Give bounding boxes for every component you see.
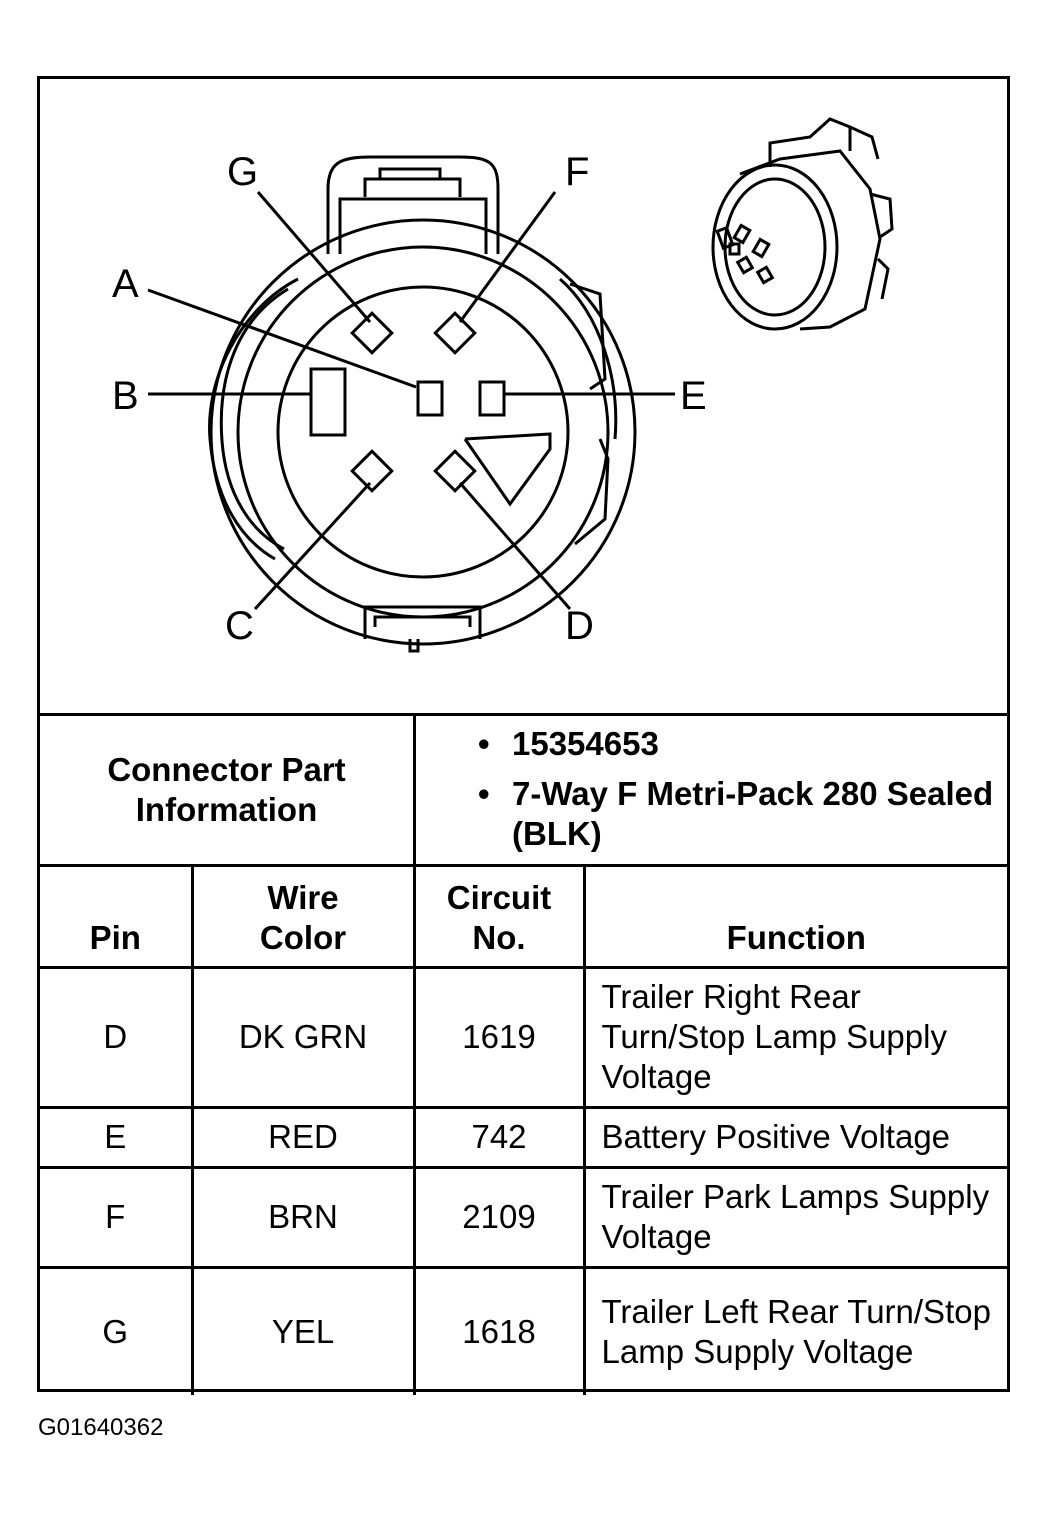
connector-info-label-line2: Information [135, 791, 318, 828]
row-function: Battery Positive Voltage [582, 1105, 1007, 1169]
row-pin: E [40, 1105, 194, 1169]
row-wire-color: DK GRN [190, 965, 416, 1109]
row-wire-color: BRN [190, 1165, 416, 1269]
pin-label-a: A [112, 262, 139, 306]
connector-info-label: Connector Part Information [40, 716, 416, 864]
connector-description: 7-Way F Metri-Pack 280 Sealed (BLK) [416, 774, 996, 854]
table-row: F BRN 2109 Trailer Park Lamps Supply Vol… [40, 1165, 1007, 1269]
connector-part-number: 15354653 [416, 724, 996, 764]
figure-id: G01640362 [38, 1414, 164, 1441]
row-pin: D [40, 965, 194, 1109]
row-circuit: 1618 [412, 1265, 586, 1395]
header-pin: Pin [40, 867, 194, 969]
connector-part-info: Connector Part Information 15354653 7-Wa… [40, 716, 1007, 867]
row-function: Trailer Right Rear Turn/Stop Lamp Supply… [582, 965, 1007, 1109]
row-function: Trailer Left Rear Turn/Stop Lamp Supply … [582, 1265, 1007, 1395]
connector-face-drawing: G F A B E C D [112, 117, 894, 653]
row-circuit: 742 [412, 1105, 586, 1169]
table-row: G YEL 1618 Trailer Left Rear Turn/Stop L… [40, 1265, 1007, 1395]
row-wire-color: YEL [190, 1265, 416, 1395]
row-pin: F [40, 1165, 194, 1269]
pin-label-c: C [225, 604, 254, 648]
connector-info-list: 15354653 7-Way F Metri-Pack 280 Sealed (… [416, 724, 996, 864]
row-circuit: 1619 [412, 965, 586, 1109]
header-function: Function [582, 867, 1007, 969]
pin-label-e: E [680, 374, 707, 418]
pin-label-b: B [112, 374, 139, 418]
pin-label-g: G [227, 150, 258, 194]
row-pin: G [40, 1265, 194, 1395]
row-wire-color: RED [190, 1105, 416, 1169]
pin-label-f: F [565, 150, 589, 194]
table-row: D DK GRN 1619 Trailer Right Rear Turn/St… [40, 965, 1007, 1109]
table-row: E RED 742 Battery Positive Voltage [40, 1105, 1007, 1169]
pin-label-d: D [565, 604, 594, 648]
connector-info-label-line1: Connector Part [107, 751, 346, 788]
row-function: Trailer Park Lamps Supply Voltage [582, 1165, 1007, 1269]
figure-frame: G F A B E C D Connector Part Information… [37, 76, 1010, 1395]
connector-diagram: G F A B E C D [40, 79, 1007, 716]
row-circuit: 2109 [412, 1165, 586, 1269]
